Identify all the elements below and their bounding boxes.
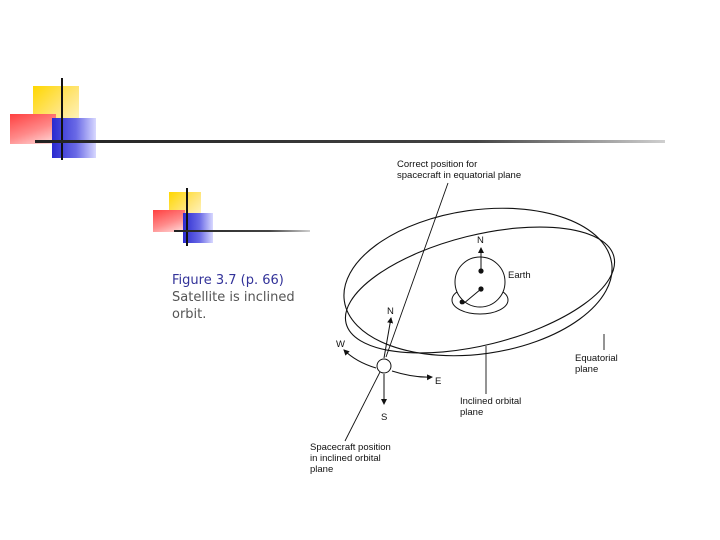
east-arrow xyxy=(391,370,433,381)
figure-ornament-blue-block xyxy=(183,213,213,243)
figure-ornament-vertical-line xyxy=(186,188,188,246)
label-equatorial-line-2: plane xyxy=(575,364,598,375)
label-correct-position-line-2: spacecraft in equatorial plane xyxy=(397,170,521,181)
label-inclined-line-1: Inclined orbital xyxy=(460,396,521,407)
label-inclined-line-2: plane xyxy=(460,407,483,418)
label-spacecraft-north: N xyxy=(387,306,394,317)
figure-ornament-horizontal-line xyxy=(174,230,310,232)
equatorial-orbit xyxy=(343,207,613,357)
spacecraft-position-pointer xyxy=(344,371,381,442)
earth-globe xyxy=(454,256,506,308)
ornament-horizontal-line xyxy=(35,140,665,143)
label-equatorial-line-1: Equatorial xyxy=(575,353,618,364)
label-earth: Earth xyxy=(508,270,531,281)
label-west: W xyxy=(336,339,345,350)
earth xyxy=(451,247,509,315)
figure-caption: Figure 3.7 (p. 66) Satellite is inclined… xyxy=(172,272,322,323)
earth-orbit-node-dot xyxy=(459,299,465,305)
spacecraft-marker xyxy=(376,358,392,374)
label-earth-north: N xyxy=(477,235,484,246)
north-arrow xyxy=(383,317,394,359)
label-correct-position-line-1: Correct position for xyxy=(397,159,477,170)
figure-description-line-1: Satellite is inclined xyxy=(172,290,295,305)
label-spacecraft-position-line-2: in inclined orbital xyxy=(310,453,381,464)
ornament-vertical-line xyxy=(61,78,63,160)
figure-ornament-red-block xyxy=(153,210,185,232)
figure-title: Figure 3.7 (p. 66) xyxy=(172,273,284,288)
label-south: S xyxy=(381,412,387,423)
label-east: E xyxy=(435,376,441,387)
earth-to-orbit-line xyxy=(462,288,482,305)
inclined-orbit xyxy=(344,226,616,354)
spacecraft xyxy=(343,317,433,405)
figure-description-line-2: orbit. xyxy=(172,307,207,322)
ornament-blue-block xyxy=(52,118,96,158)
ornament-red-block xyxy=(10,114,56,144)
label-spacecraft-position-line-1: Spacecraft position xyxy=(310,442,391,453)
correct-position-pointer xyxy=(385,182,449,358)
label-spacecraft-position-line-3: plane xyxy=(310,464,333,475)
west-arrow xyxy=(343,349,377,369)
